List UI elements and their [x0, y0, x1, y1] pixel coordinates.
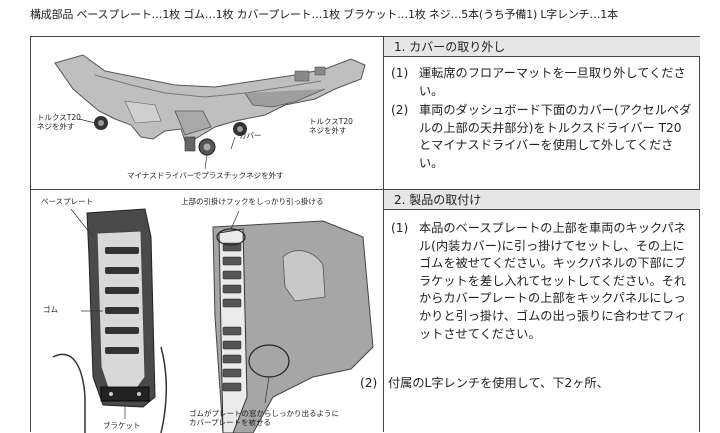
label-minus-driver: マイナスドライバーでプラスチックネジを外す — [127, 171, 284, 180]
section1-step-2: (2) 車両のダッシュボード下面のカバー(アクセルペダルの上部の天井部分)をトル… — [391, 102, 696, 172]
label-cover: カバー — [239, 131, 262, 140]
label-rubber-note: ゴムがプレートの窓からしっかり出るように カバープレートを被せる — [189, 409, 339, 427]
section2-steps: (1) 本品のベースプレートの上部を車両のキックパネル(内装カバー)に引っ掛けて… — [391, 220, 696, 345]
label-rubber: ゴム — [43, 305, 58, 314]
step-text: 車両のダッシュボード下面のカバー(アクセルペダルの上部の天井部分)をトルクスドラ… — [419, 103, 692, 170]
section1-steps: (1) 運転席のフロアーマットを一旦取り外してください。 (2) 車両のダッシュ… — [391, 65, 696, 175]
section2-step-2: (2) 付属のL字レンチを使用して、下2ヶ所、 — [360, 375, 665, 393]
plate-assembly-illustration — [52, 208, 374, 433]
label-torx-right: トルクスT20 ネジを外す — [309, 117, 353, 135]
section2-step-1: (1) 本品のベースプレートの上部を車両のキックパネル(内装カバー)に引っ掛けて… — [391, 220, 696, 343]
section2-title: 2. 製品の取付け — [384, 190, 700, 210]
step-number: (1) — [391, 221, 409, 235]
step-number: (2) — [391, 103, 409, 118]
step-text: 本品のベースプレートの上部を車両のキックパネル(内装カバー)に引っ掛けてセットし… — [419, 221, 687, 341]
label-base-plate: ベースプレート — [41, 197, 94, 206]
label-torx-left: トルクスT20 ネジを外す — [37, 113, 81, 131]
section1-step-1: (1) 運転席のフロアーマットを一旦取り外してください。 — [391, 65, 696, 100]
cover-removal-illustration — [54, 54, 366, 170]
parts-list: 構成部品 ベースプレート…1枚 ゴム…1枚 カバープレート…1枚 ブラケット…1… — [30, 8, 618, 21]
label-bracket: ブラケット — [103, 421, 141, 430]
instruction-table: トルクスT20 ネジを外す カバー トルクスT20 ネジを外す マイナスドライバ… — [30, 36, 700, 433]
step-text: 運転席のフロアーマットを一旦取り外してください。 — [419, 66, 686, 98]
section1-title: 1. カバーの取り外し — [384, 37, 700, 57]
label-hook: 上部の引掛けフックをしっかり引っ掛ける — [181, 197, 324, 206]
step-number: (2) — [360, 376, 378, 390]
row-divider — [31, 189, 699, 190]
step-text: 付属のL字レンチを使用して、下2ヶ所、 — [388, 376, 609, 390]
column-divider — [383, 37, 384, 432]
step-number: (1) — [391, 66, 409, 80]
